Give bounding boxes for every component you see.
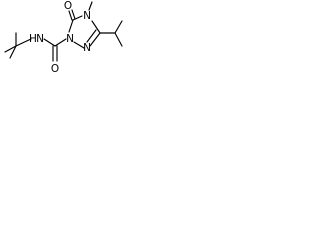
bond-carbonyl-to-ringN [54, 38, 67, 47]
bond-n4-methyl [88, 1, 93, 11]
atom-label-oxo-o: O [64, 0, 72, 12]
bond-ring-n4-c5 [72, 15, 83, 21]
atom-label-carbonyl-o: O [51, 63, 59, 75]
structure-canvas: O N H N N N O [0, 0, 134, 81]
atom-label-amide-h: H [29, 33, 37, 45]
bond-tbutyl-methyl-bottom [9, 45, 17, 59]
atom-label-ring-n2: N [83, 42, 91, 54]
molecule-structure: O N H N N N O [4, 0, 123, 75]
bond-ring-n2-c3-a [89, 32, 101, 47]
bond-c5-oxo-2 [71, 9, 76, 20]
bond-ring-n2-c3-b [86, 29, 97, 43]
bond-ring-c3-n4 [91, 20, 101, 34]
atom-label-ring-n1: N [66, 33, 74, 45]
bond-tbutyl-to-nh [15, 38, 32, 47]
atom-label-amide-n: N [36, 33, 44, 45]
bond-isopropyl-methyl-bottom [114, 32, 123, 47]
bond-ring-n1-n2 [73, 41, 85, 49]
bond-ring-n1-c5 [68, 19, 74, 33]
bond-tbutyl-methyl-left [4, 45, 17, 53]
bond-c5-oxo-1 [68, 10, 73, 21]
bond-isopropyl-methyl-top [114, 20, 123, 34]
atom-label-ring-n4: N [83, 10, 91, 22]
bond-nh-to-carbonyl [43, 38, 56, 47]
